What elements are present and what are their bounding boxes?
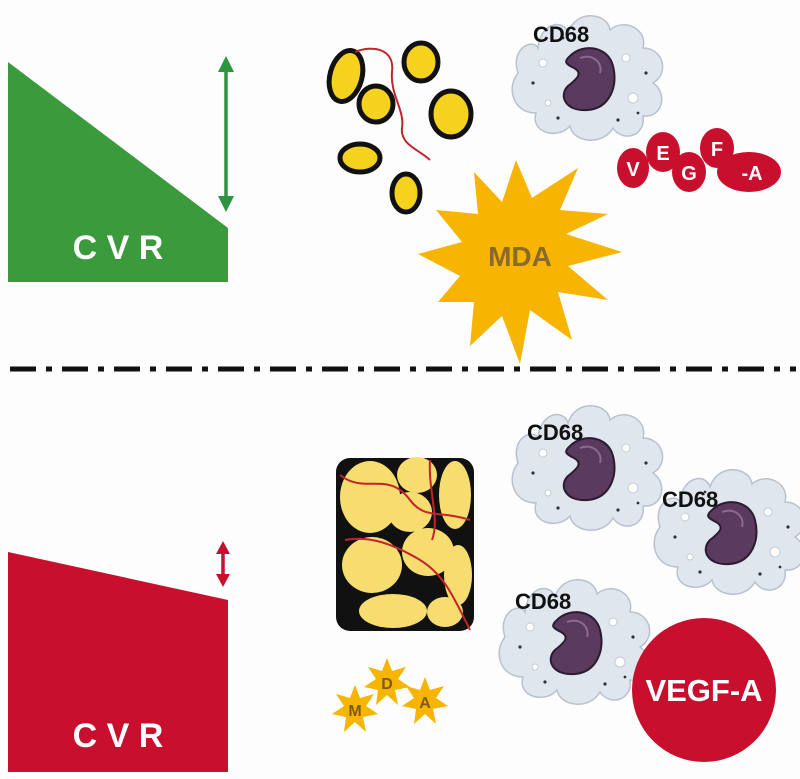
bottom-mda-letter-a: A [419,695,431,712]
top-vegf-letter-f: F [711,139,723,161]
bottom-cvr-shape [8,552,228,772]
top-cd68-label: CD68 [533,22,589,47]
bottom-adipocyte-cluster [336,457,474,631]
bottom-vegf-circle [632,618,776,762]
bottom-cd68-label-3: CD68 [515,589,571,614]
top-vegf-letter-g: G [681,163,697,185]
bottom-cd68-label-2: CD68 [662,487,718,512]
bottom-mda-stars [332,658,448,732]
top-double-arrow [218,56,234,212]
top-vegf-letter-e: E [656,143,669,165]
bottom-mda-letter-m: M [348,703,361,720]
top-vegf-letter-a: -A [741,163,762,185]
bottom-double-arrow [216,541,230,587]
bottom-cd68-label-1: CD68 [527,420,583,445]
top-vegf-letter-v: V [626,159,640,181]
bottom-vegf-label: VEGF-A [645,673,762,708]
bottom-mda-letter-d: D [381,676,393,693]
top-cvr-shape [8,62,228,282]
top-adipocytes [326,40,474,215]
top-mda-label: MDA [488,241,552,272]
bottom-cvr-label: C V R [73,717,164,755]
top-vegf-cluster [617,128,781,192]
top-cvr-label: C V R [73,229,164,267]
top-mda-star [418,160,622,364]
